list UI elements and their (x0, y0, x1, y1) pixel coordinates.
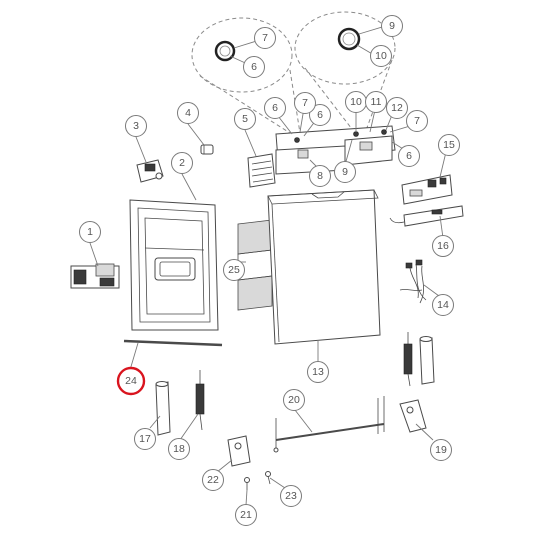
callout-7-bubble: 7 (254, 27, 276, 49)
callout-13: 13 (307, 361, 329, 383)
svg-text:3: 3 (133, 120, 139, 132)
callout-18: 18 (168, 438, 190, 460)
svg-text:4: 4 (185, 107, 191, 119)
part-wiring-harness (399, 259, 427, 304)
callout-21: 21 (235, 504, 257, 526)
callout-4: 4 (177, 102, 199, 124)
svg-text:1: 1 (87, 226, 93, 238)
callout-7-left: 7 (294, 92, 316, 114)
svg-text:22: 22 (207, 474, 219, 486)
svg-text:21: 21 (240, 509, 252, 521)
svg-text:6: 6 (251, 61, 257, 73)
callout-16: 16 (432, 235, 454, 257)
callout-19: 19 (430, 439, 452, 461)
svg-text:18: 18 (173, 443, 185, 455)
part-left-spring (195, 370, 205, 431)
svg-text:6: 6 (272, 102, 278, 114)
callout-20: 20 (283, 389, 305, 411)
callout-9-bubble: 9 (381, 15, 403, 37)
callout-14: 14 (432, 294, 454, 316)
part-right-hinge (399, 399, 427, 433)
part-screw-23 (265, 471, 271, 485)
callout-7-right: 7 (406, 110, 428, 132)
svg-text:24: 24 (125, 375, 137, 387)
ring-detail-right (337, 27, 361, 51)
callout-24-highlighted: 24 (116, 366, 146, 396)
part-keypad (389, 205, 464, 227)
part-vent (247, 153, 276, 188)
svg-text:16: 16 (437, 240, 449, 252)
part-inner-door-frame (129, 199, 219, 331)
callout-1: 1 (79, 221, 101, 243)
svg-text:9: 9 (389, 20, 395, 32)
svg-text:20: 20 (288, 394, 300, 406)
svg-text:19: 19 (435, 444, 447, 456)
callout-10-bubble: 10 (370, 45, 392, 67)
svg-text:14: 14 (437, 299, 449, 311)
part-left-tube (155, 381, 171, 436)
part-right-tube (419, 336, 435, 385)
svg-text:6: 6 (406, 150, 412, 162)
callout-17: 17 (134, 428, 156, 450)
callout-3: 3 (125, 115, 147, 137)
svg-text:25: 25 (228, 264, 240, 276)
part-door-panels (237, 219, 273, 311)
part-hinge-rod (273, 396, 385, 453)
callout-9-main: 9 (334, 161, 356, 183)
callout-5: 5 (234, 108, 256, 130)
part-screw-21 (244, 477, 250, 490)
svg-text:13: 13 (312, 366, 324, 378)
leader-lines (89, 26, 447, 506)
svg-text:8: 8 (317, 170, 323, 182)
callout-22: 22 (202, 469, 224, 491)
callout-2: 2 (171, 152, 193, 174)
part-clip (200, 144, 214, 155)
callout-6-bubble: 6 (243, 56, 265, 78)
svg-text:10: 10 (350, 96, 362, 108)
callout-8: 8 (309, 165, 331, 187)
svg-text:10: 10 (375, 50, 387, 62)
ring-detail-left (214, 40, 236, 62)
callout-23: 23 (280, 485, 302, 507)
svg-text:7: 7 (414, 115, 420, 127)
part-dispenser (136, 159, 164, 183)
callout-6-middle: 6 (309, 104, 331, 126)
svg-text:15: 15 (443, 139, 455, 151)
part-door-latch (70, 263, 120, 289)
callout-6-left: 6 (264, 97, 286, 119)
callout-15: 15 (438, 134, 460, 156)
part-outer-door (267, 189, 381, 345)
svg-text:11: 11 (371, 96, 382, 108)
svg-text:9: 9 (342, 166, 348, 178)
svg-text:6: 6 (317, 109, 323, 121)
part-control-board (401, 174, 453, 205)
svg-text:12: 12 (391, 102, 403, 114)
part-left-hinge (227, 435, 251, 467)
callout-25: 25 (223, 259, 245, 281)
part-right-spring (403, 332, 413, 387)
callout-12: 12 (386, 97, 408, 119)
callout-11: 11 (365, 91, 387, 113)
svg-text:7: 7 (262, 32, 268, 44)
svg-text:5: 5 (242, 113, 248, 125)
callout-10-main: 10 (345, 91, 367, 113)
callout-6-right: 6 (398, 145, 420, 167)
svg-text:7: 7 (302, 97, 308, 109)
part-top-bracket (275, 125, 396, 175)
svg-text:17: 17 (139, 433, 151, 445)
svg-text:23: 23 (285, 490, 297, 502)
part-gasket-strip (123, 339, 223, 347)
svg-text:2: 2 (179, 157, 185, 169)
